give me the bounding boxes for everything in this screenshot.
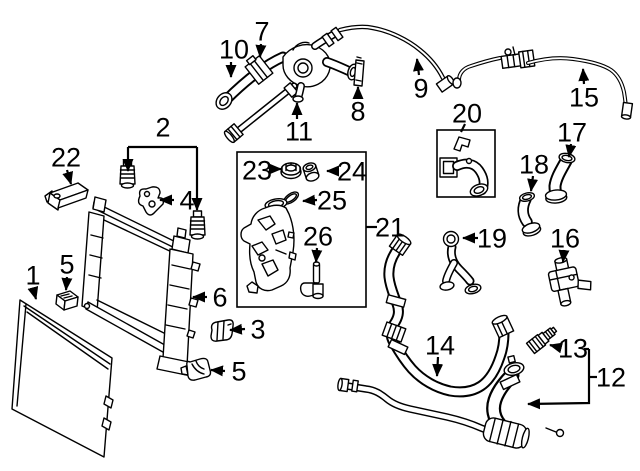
callout-label-6: 6 [212,283,227,313]
callout-label-11: 11 [285,117,313,147]
elbow-hose-17-art [544,152,576,204]
callout-leader-1-0 [27,285,39,300]
callout-label-24: 24 [337,157,367,187]
callout-label-17: 17 [557,118,587,148]
expansion-tank-art [240,198,297,294]
callout-label-23: 23 [242,156,272,186]
callout-leader-18-0 [527,175,539,192]
radiator-assembly-art [81,196,201,377]
callout-label-1: 1 [25,261,40,291]
coolant-pipe-19-art [439,230,482,295]
callout-label-12: 12 [596,363,626,393]
callout-leader-25-0 [302,194,318,206]
cap-23-art [280,162,302,180]
callout-label-25: 25 [317,186,347,216]
callout-label-3: 3 [250,315,265,345]
upper-hose-junction-art [215,26,365,144]
bracket-art-5b [180,357,212,381]
callout-label-8: 8 [350,97,365,127]
bracket-art-22 [44,182,89,211]
callout-label-15: 15 [569,83,599,113]
callout-label-18: 18 [519,150,549,180]
callout-label-16: 16 [550,224,580,254]
callout-label-26: 26 [303,222,333,252]
pipe-11-end-art [223,123,244,144]
callout-label-14: 14 [425,331,455,361]
sensor-13-art [525,326,558,355]
callout-leader-14-0 [432,356,444,377]
condenser-panel-art [11,299,114,458]
callout-label-20: 20 [452,99,482,129]
callout-leader-22-0 [62,169,73,185]
callout-leader-3-0 [229,323,246,335]
callout-leader-5b-0 [210,365,226,377]
callout-label-9: 9 [413,74,428,104]
radiator-hose-14-art [381,233,515,398]
lower-hose-12-art [337,354,565,449]
bracket-art-5a [55,290,79,311]
vent-hose-9-art [337,24,455,93]
callout-label-5a: 5 [59,250,74,280]
callout-label-7: 7 [254,17,269,47]
callout-label-5b: 5 [231,357,246,387]
callout-leader-5a-0 [61,276,73,291]
clamp-art-3 [210,319,234,342]
hose-clamp-7-art [244,55,274,85]
rubber-mount-art-2b [189,210,206,240]
hose-coupling-art [482,417,530,449]
vent-hose-15-art [452,46,634,120]
callout-leader-12-1 [527,349,591,410]
callout-label-22: 22 [51,143,81,173]
level-sensor-26-art [299,261,324,300]
callout-label-10: 10 [219,35,249,65]
callout-leader-16-0 [558,249,570,263]
callout-label-4: 4 [179,186,194,216]
callout-leader-13-0 [549,342,563,354]
callout-label-19: 19 [477,224,507,254]
callout-leader-26-0 [311,247,323,263]
group-box-20 [436,129,496,198]
valve-16-art [547,256,592,307]
callout-label-2: 2 [155,113,170,143]
callout-leader-15-0 [578,68,590,85]
callout-leader-20-0 [460,123,466,133]
callout-label-13: 13 [558,334,588,364]
elbow-hose-18-art [517,192,542,237]
cap-24-art [302,162,320,182]
fitting-8-art [353,56,365,87]
callout-leader-9-0 [413,58,424,76]
callout-label-21: 21 [375,213,405,243]
group-box-21 [236,151,367,308]
callout-leader-7-0 [255,43,267,58]
callout-leader-17-0 [565,143,577,158]
bracket-art-4 [137,186,165,216]
